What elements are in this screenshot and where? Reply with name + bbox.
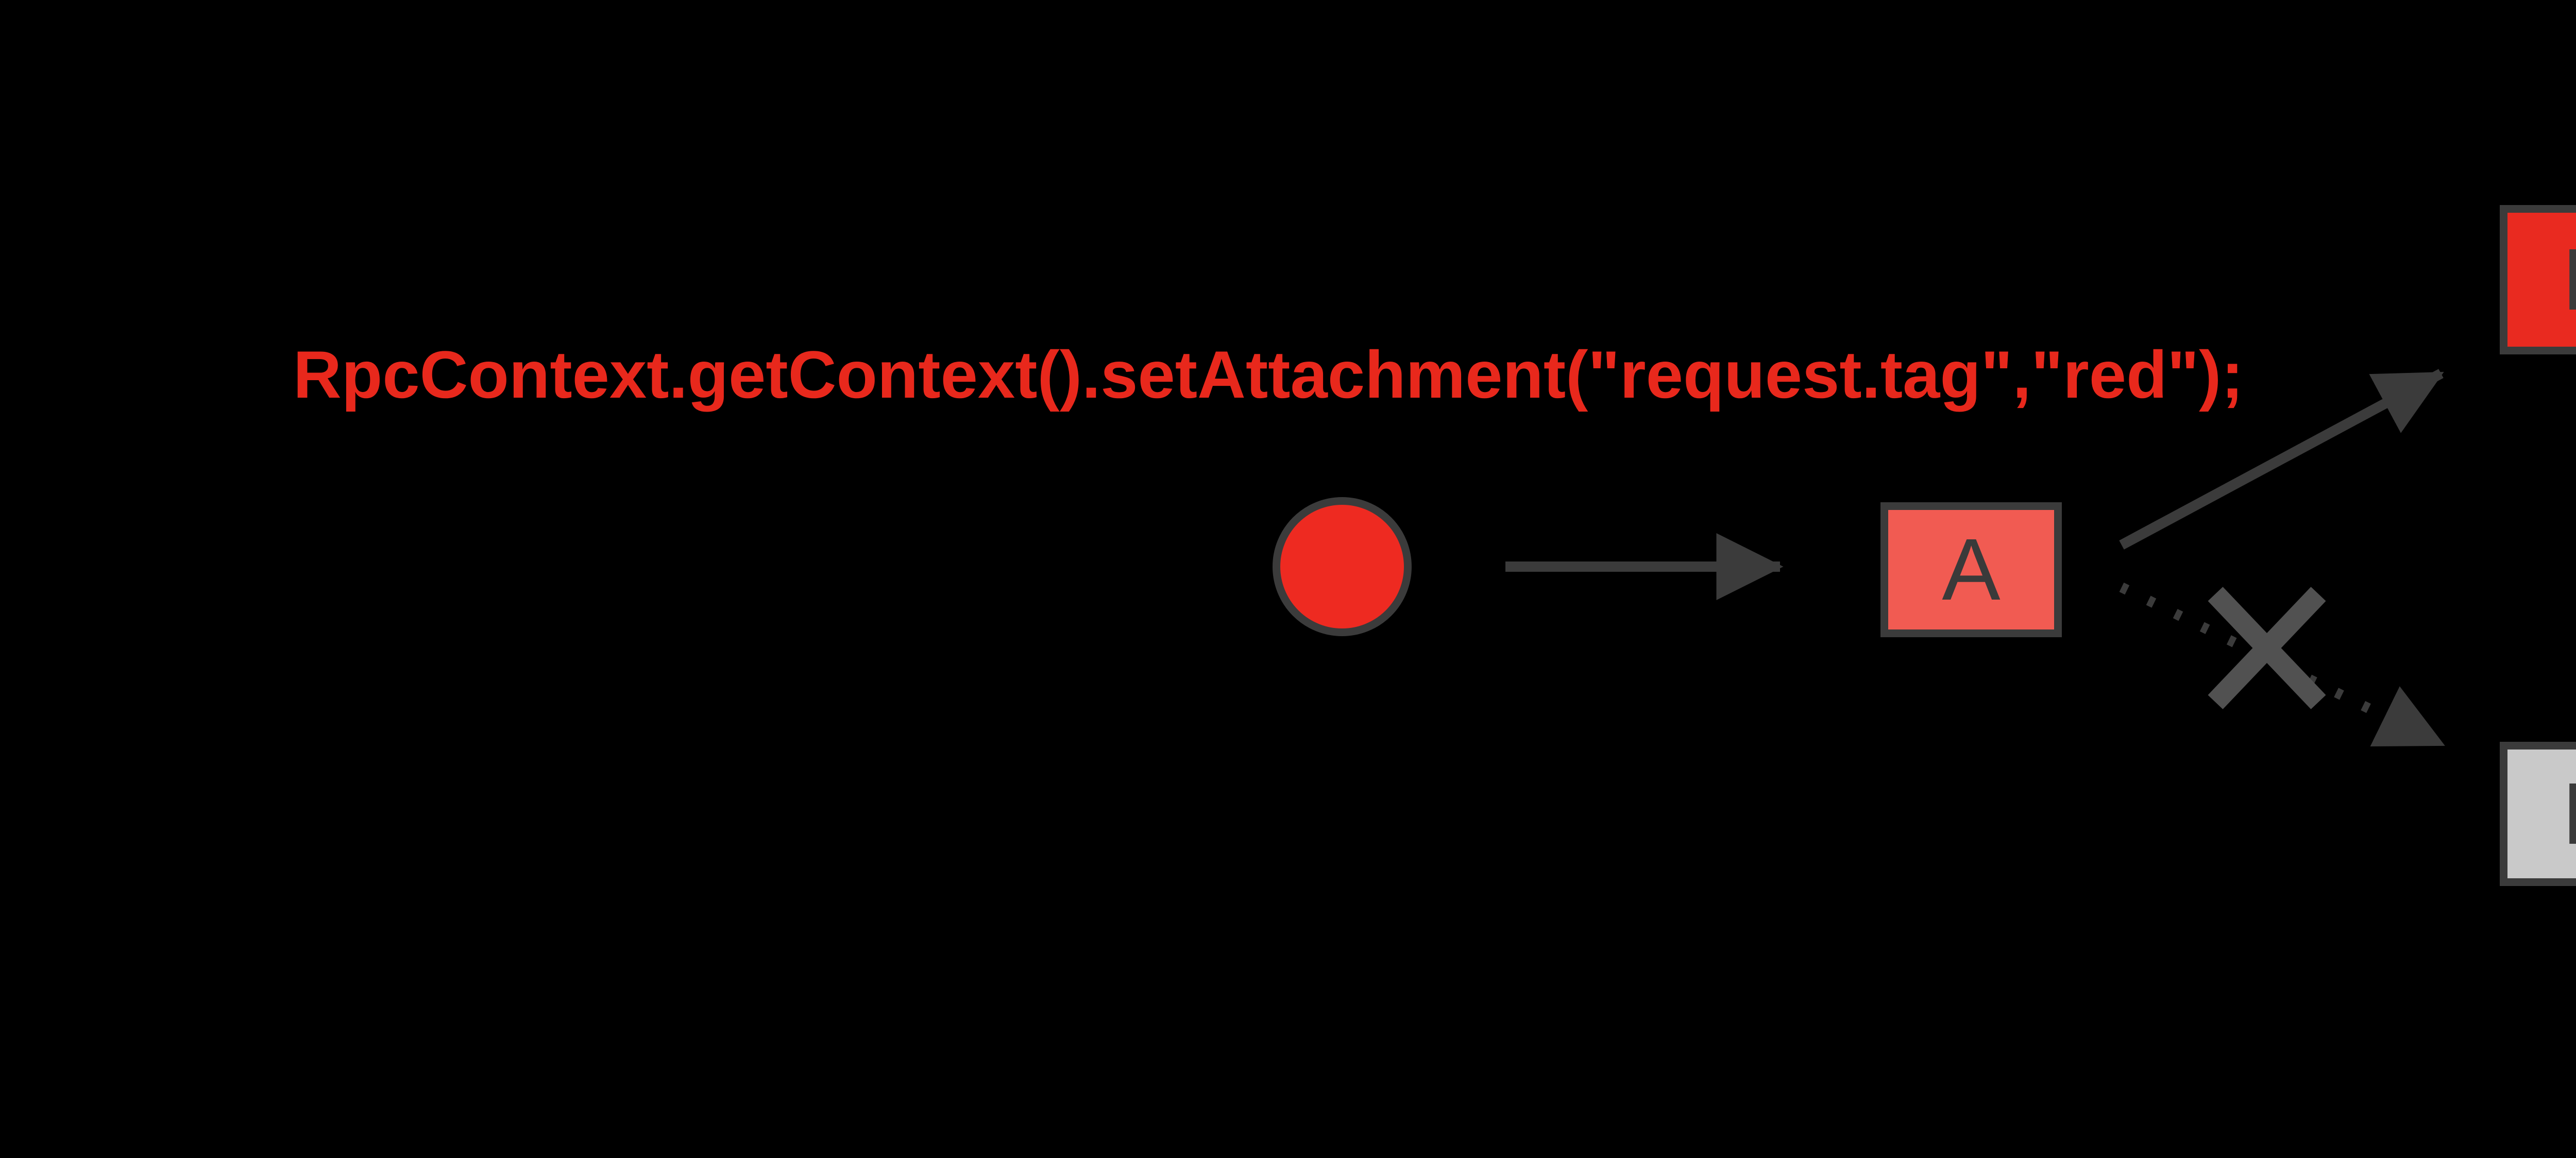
edge-a-to-b-top xyxy=(2119,369,2444,550)
node-b-bottom-label: B xyxy=(2562,770,2576,858)
node-a: A xyxy=(1880,502,2062,637)
blocked-cross-icon-1 xyxy=(2208,587,2326,709)
node-b-bottom: B xyxy=(2500,742,2576,886)
start-node xyxy=(1273,497,1412,636)
node-b-top: B xyxy=(2500,205,2576,354)
code-annotation: RpcContext.getContext().setAttachment("r… xyxy=(293,337,2244,412)
node-a-label: A xyxy=(1942,521,2001,619)
node-b-top-label: B xyxy=(2562,236,2576,323)
